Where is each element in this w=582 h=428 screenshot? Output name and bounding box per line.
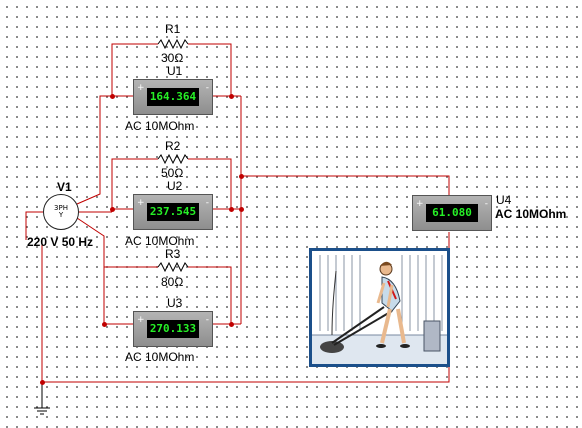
source-rating: 220 V 50 Hz (27, 235, 94, 249)
cleaning-person-picture[interactable] (309, 248, 450, 367)
junction-node (239, 174, 244, 179)
meter-u3-name: U3 (167, 296, 183, 310)
junction-node (239, 207, 244, 212)
voltmeter-u2[interactable]: + 237.545 - (133, 194, 213, 230)
junction-node (229, 322, 234, 327)
resistor-r1-value: 30Ω (161, 51, 184, 65)
meter-u1-name: U1 (167, 64, 183, 78)
meter-plus-pin: + (137, 198, 145, 208)
meter-u2-mode: AC 10MOhm (125, 234, 195, 248)
junction-node (229, 207, 234, 212)
source-name: V1 (57, 180, 72, 194)
meter-u3-reading: 270.133 (147, 320, 199, 338)
resistor-icon[interactable] (157, 38, 189, 50)
voltmeter-u1[interactable]: + 164.364 - (133, 79, 213, 115)
source-symbol-connection: Y (58, 211, 64, 219)
resistor-r3-name: R3 (165, 247, 181, 261)
source-symbol-phase: 3PH (54, 204, 68, 212)
meter-minus-pin: - (484, 199, 488, 209)
resistor-r3-value: 80Ω (161, 275, 184, 289)
meter-u2-name: U2 (167, 179, 183, 193)
meter-u4-mode: AC 10MOhm (495, 207, 567, 221)
meter-u1-reading: 164.364 (147, 88, 199, 106)
voltmeter-u4[interactable]: + 61.080 - (412, 195, 492, 231)
junction-node (110, 207, 115, 212)
resistor-icon[interactable] (157, 153, 189, 165)
junction-node (110, 94, 115, 99)
ground-icon (34, 382, 50, 415)
meter-minus-pin: - (205, 198, 209, 208)
three-phase-source-icon[interactable]: 3PH Y (43, 194, 79, 230)
meter-u1-mode: AC 10MOhm (125, 119, 195, 133)
voltmeter-u3[interactable]: + 270.133 - (133, 311, 213, 347)
meter-u4-reading: 61.080 (426, 204, 478, 222)
meter-minus-pin: - (205, 83, 209, 93)
junction-node (40, 380, 45, 385)
meter-plus-pin: + (137, 315, 145, 325)
junction-node (229, 94, 234, 99)
cleaning-person-illustration (312, 251, 447, 364)
meter-u4-name: U4 (496, 193, 512, 207)
meter-minus-pin: - (205, 315, 209, 325)
junction-node (102, 322, 107, 327)
resistor-r2-value: 50Ω (161, 166, 184, 180)
meter-plus-pin: + (137, 83, 145, 93)
meter-plus-pin: + (416, 199, 424, 209)
resistor-r1-name: R1 (165, 22, 181, 36)
meter-u3-mode: AC 10MOhm (125, 350, 195, 364)
resistor-icon[interactable] (157, 261, 189, 273)
meter-u2-reading: 237.545 (147, 203, 199, 221)
resistor-r2-name: R2 (165, 139, 181, 153)
